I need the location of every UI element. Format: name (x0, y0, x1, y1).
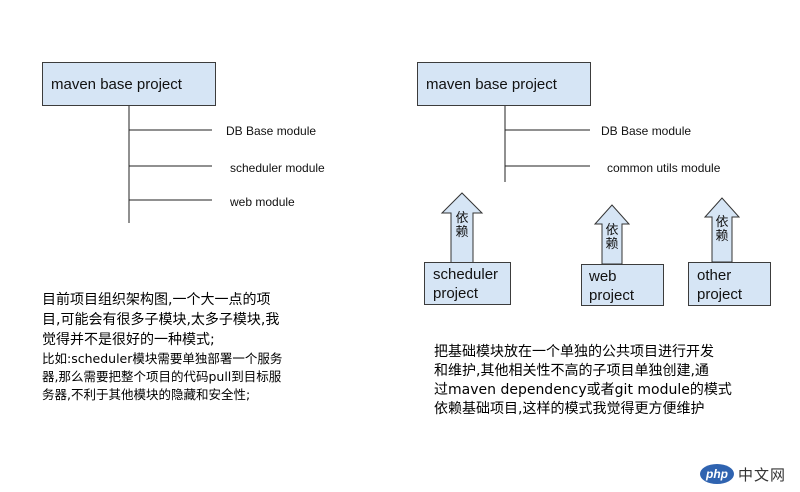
right-text-line: 依赖基础项目,这样的模式我觉得更方便维护 (434, 401, 705, 417)
right-module-db: DB Base module (601, 124, 692, 138)
arrow-label-char: 赖 (715, 229, 729, 244)
web-project-box: web project (581, 264, 664, 306)
right-text-line: 把基础模块放在一个单独的公共项目进行开发 (434, 344, 714, 360)
right-description: 把基础模块放在一个单独的公共项目进行开发 和维护,其他相关性不高的子项目单独创建… (434, 343, 732, 419)
left-text-line: 目前项目组织架构图,一个大一点的项 (42, 292, 271, 308)
arrow-label-web: 依 赖 (604, 224, 620, 252)
arrow-other (703, 197, 741, 263)
arrow-label-char: 赖 (455, 225, 469, 240)
dependency-arrows (440, 192, 741, 265)
web-project-line2: project (589, 286, 635, 304)
web-project-line1: web (589, 268, 617, 285)
arrow-web (593, 204, 631, 265)
left-text-line: 目,可能会有很多子模块,太多子模块,我 (42, 312, 280, 328)
right-root-box: maven base project (417, 62, 591, 106)
arrow-scheduler (440, 192, 484, 265)
right-text-line: 过maven dependency或者git module的模式 (434, 382, 732, 398)
right-tree-lines (504, 106, 590, 182)
left-text-line: 务器,不利于其他模块的隐藏和安全性; (42, 387, 251, 402)
left-module-scheduler: scheduler module (230, 161, 325, 175)
arrow-label-scheduler: 依 赖 (454, 212, 470, 240)
php-logo-icon: php (700, 464, 734, 484)
scheduler-project-box: scheduler project (424, 262, 511, 305)
left-text-line: 比如:scheduler模块需要单独部署一个服务 (42, 351, 283, 366)
other-project-box: other project (688, 262, 771, 306)
scheduler-project-line2: project (433, 284, 479, 302)
arrow-label-char: 依 (455, 211, 469, 226)
left-module-db: DB Base module (226, 124, 317, 138)
arrow-label-char: 依 (715, 215, 729, 230)
left-tree-lines (128, 106, 212, 223)
other-project-line1: other (697, 267, 732, 284)
php-cn-watermark: php 中文网 (700, 462, 786, 486)
arrow-label-other: 依 赖 (714, 216, 730, 244)
right-root-label: maven base project (426, 76, 557, 93)
left-description: 目前项目组织架构图,一个大一点的项 目,可能会有很多子模块,太多子模块,我 觉得… (42, 290, 282, 404)
scheduler-project-line1: scheduler (433, 266, 499, 283)
left-module-web: web module (230, 195, 295, 209)
left-root-box: maven base project (42, 62, 216, 106)
other-project-line2: project (697, 285, 743, 303)
right-text-line: 和维护,其他相关性不高的子项目单独创建,通 (434, 363, 709, 379)
left-root-label: maven base project (51, 76, 182, 93)
watermark-text: 中文网 (738, 465, 787, 484)
right-module-utils: common utils module (607, 161, 721, 175)
left-text-line: 器,那么需要把整个项目的代码pull到目标服 (42, 369, 282, 384)
left-text-line: 觉得并不是很好的一种模式; (42, 332, 215, 348)
arrow-label-char: 依 (605, 223, 619, 238)
arrow-label-char: 赖 (605, 237, 619, 252)
